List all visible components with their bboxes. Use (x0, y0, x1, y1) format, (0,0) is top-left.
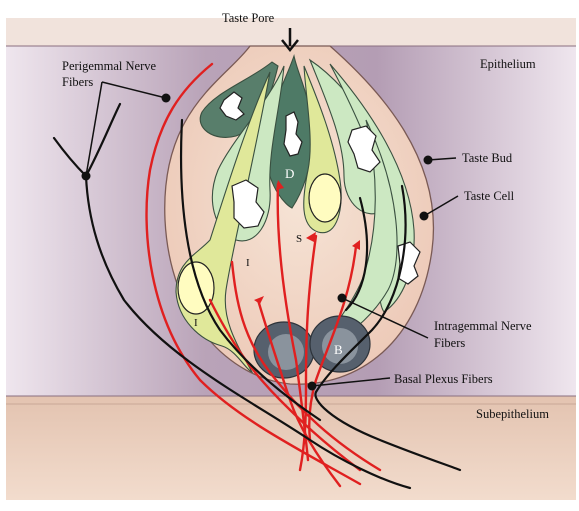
label-basal-plexus: Basal Plexus Fibers (394, 372, 493, 386)
cell-letter-b: B (334, 342, 343, 357)
label-intragemmal-line1: Intragemmal Nerve (434, 319, 532, 333)
cell-letter-d: D (285, 166, 294, 181)
label-perigemmal-line2: Fibers (62, 75, 93, 89)
label-perigemmal-line1: Perigemmal Nerve (62, 59, 157, 73)
label-subepithelium: Subepithelium (476, 407, 549, 421)
cell-letter-i-lower: I (194, 317, 198, 329)
label-intragemmal-line2: Fibers (434, 336, 465, 350)
cell-letter-i-upper: I (246, 257, 250, 269)
cell-letter-s: S (296, 233, 302, 245)
label-taste-cell: Taste Cell (464, 189, 515, 203)
label-taste-pore: Taste Pore (222, 11, 275, 25)
label-taste-bud: Taste Bud (462, 151, 513, 165)
label-epithelium: Epithelium (480, 57, 536, 71)
